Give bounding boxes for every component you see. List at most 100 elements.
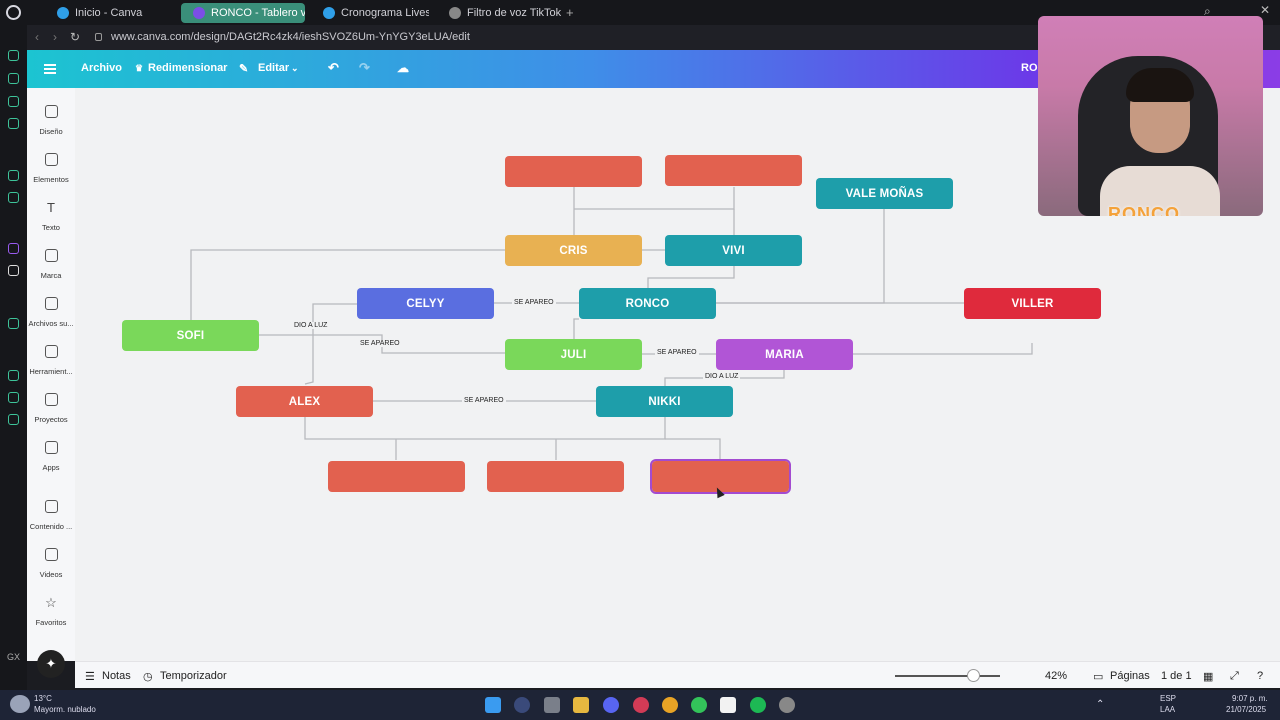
whatsapp-icon[interactable] [691, 697, 707, 713]
redo-icon[interactable]: ↷ [359, 60, 370, 75]
help-icon[interactable]: ? [1257, 670, 1264, 682]
twitch-icon[interactable] [8, 243, 19, 254]
app-icon[interactable] [779, 697, 795, 713]
settings-icon[interactable] [8, 414, 19, 425]
new-tab-button[interactable]: + [566, 5, 574, 20]
lang-primary[interactable]: ESP [1160, 694, 1177, 703]
archivo-button[interactable]: Archivo [81, 62, 122, 74]
layout-icon [44, 105, 58, 118]
text-icon: T [47, 200, 55, 215]
edge-label-juli-maria: SE APAREO [655, 349, 699, 356]
chrome-icon[interactable] [662, 697, 678, 713]
taskview-icon[interactable] [544, 697, 560, 713]
opera-gx-icon[interactable] [633, 697, 649, 713]
sidebar-app-icon[interactable] [8, 170, 19, 181]
rail-videos[interactable]: Videos [27, 548, 75, 582]
node-vale-monas[interactable]: VALE MOÑAS [816, 178, 953, 209]
undo-icon[interactable]: ↶ [328, 60, 339, 75]
opera-gx-logo-icon[interactable] [6, 5, 21, 20]
node-label: ALEX [288, 395, 321, 408]
search-icon[interactable]: ⌕ [1204, 4, 1211, 18]
menu-icon[interactable] [44, 64, 56, 74]
chevron-up-icon[interactable]: ⌃ [1096, 699, 1105, 710]
node-juli[interactable]: JULI [505, 339, 642, 370]
sidebar-app-icon[interactable] [8, 73, 19, 84]
canva-icon [193, 7, 205, 19]
rail-proyectos[interactable]: Proyectos [27, 393, 75, 427]
rail-archivos[interactable]: Archivos su... [27, 297, 75, 331]
node-sofi[interactable]: SOFI [122, 320, 259, 351]
chevron-down-icon: ⌄ [291, 63, 299, 73]
node-child1[interactable] [328, 461, 465, 492]
node-child2[interactable] [487, 461, 624, 492]
windows-taskbar: 13°C Mayorm. nublado ⌃ ESP LAA 9:07 p. m… [0, 690, 1280, 720]
refresh-icon[interactable] [8, 50, 19, 61]
tab-filtro[interactable]: Filtro de voz TikTok [437, 3, 561, 23]
rail-label: Archivos su... [28, 319, 74, 328]
back-icon[interactable]: ‹ [35, 30, 39, 44]
paginas-button[interactable]: Páginas [1110, 670, 1150, 682]
sidebar-app-icon[interactable] [8, 192, 19, 203]
node-viller[interactable]: VILLER [964, 288, 1101, 319]
sidebar-app-icon[interactable] [8, 318, 19, 329]
close-window-icon[interactable]: ✕ [1260, 3, 1271, 17]
lang-secondary[interactable]: LAA [1160, 705, 1176, 714]
node-celyy[interactable]: CELYY [357, 288, 494, 319]
node-vivi[interactable]: VIVI [665, 235, 802, 266]
file-explorer-icon[interactable] [573, 697, 589, 713]
node-label: JULI [560, 348, 587, 361]
zoom-slider-handle[interactable] [967, 669, 980, 682]
rail-favoritos[interactable]: ☆Favoritos [27, 596, 75, 630]
upload-icon [44, 297, 58, 310]
brand-icon [44, 249, 58, 262]
reload-icon[interactable]: ↻ [70, 30, 81, 44]
node-maria[interactable]: MARIA [716, 339, 853, 370]
rail-herramientas[interactable]: Herramient... [27, 345, 75, 379]
rail-label: Diseño [39, 127, 63, 136]
redimensionar-button[interactable]: Redimensionar [148, 62, 228, 74]
forward-icon[interactable]: › [53, 30, 57, 44]
clock-time[interactable]: 9:07 p. m. [1232, 694, 1268, 703]
rail-apps[interactable]: Apps [27, 441, 75, 475]
editar-button[interactable]: Editar [258, 62, 290, 74]
rail-label: Videos [39, 570, 63, 579]
rail-diseno[interactable]: Diseño [27, 105, 75, 139]
url-field[interactable]: www.canva.com/design/DAGt2Rc4zk4/ieshSVO… [111, 31, 470, 43]
rail-elementos[interactable]: Elementos [27, 153, 75, 187]
node-top2[interactable] [665, 155, 802, 186]
node-ronco[interactable]: RONCO [579, 288, 716, 319]
magic-ai-button[interactable]: ✦ [37, 650, 65, 678]
tab-ronco[interactable]: RONCO - Tablero virtual [181, 3, 305, 23]
sidebar-app-icon[interactable] [8, 96, 19, 107]
sidebar-app-icon[interactable] [8, 118, 19, 129]
notion-icon[interactable] [720, 697, 736, 713]
browser-icon[interactable] [514, 697, 530, 713]
discord-icon[interactable] [603, 697, 619, 713]
grid-view-icon[interactable]: ▦ [1203, 671, 1214, 683]
windows-start-icon[interactable] [485, 697, 501, 713]
tab-inicio[interactable]: Inicio - Canva [45, 3, 175, 23]
fullscreen-icon[interactable]: ⤢ [1230, 670, 1239, 682]
rail-marca[interactable]: Marca [27, 249, 75, 283]
node-label: MARIA [765, 348, 804, 361]
clock-icon[interactable] [8, 370, 19, 381]
rail-contenido[interactable]: Contenido ... [27, 500, 75, 534]
temporizador-button[interactable]: Temporizador [160, 670, 227, 682]
clock-date[interactable]: 21/07/2025 [1226, 705, 1267, 714]
node-cris[interactable]: CRIS [505, 235, 642, 266]
sidebar-app-icon[interactable] [8, 392, 19, 403]
node-top1[interactable] [505, 156, 642, 187]
node-label: RONCO [625, 297, 670, 310]
zoom-level[interactable]: 42% [1045, 670, 1068, 682]
node-nikki[interactable]: NIKKI [596, 386, 733, 417]
tab-cronograma[interactable]: Cronograma Lives - Docu [311, 3, 429, 23]
node-child3-selected[interactable] [650, 459, 791, 494]
zoom-slider[interactable] [895, 675, 1000, 677]
node-alex[interactable]: ALEX [236, 386, 373, 417]
node-label: CRIS [559, 244, 588, 257]
star-icon: ☆ [45, 595, 57, 610]
notas-button[interactable]: Notas [102, 670, 131, 682]
x-icon[interactable] [8, 265, 19, 276]
spotify-icon[interactable] [750, 697, 766, 713]
